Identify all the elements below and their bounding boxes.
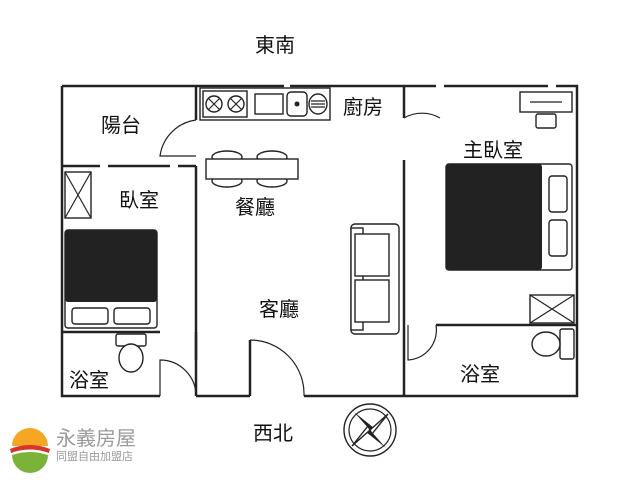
toilet-right: [531, 328, 575, 360]
room-label-living: 客廳: [259, 297, 299, 321]
logo-subtitle: 同盟自由加盟店: [56, 449, 133, 463]
master-desk: [519, 91, 573, 129]
master-bath-shower: [529, 294, 575, 324]
room-label-bath-right: 浴室: [460, 362, 500, 386]
bedroom-bed: [64, 229, 158, 329]
room-label-master-bedroom: 主臥室: [463, 138, 523, 162]
room-label-dining: 餐廳: [235, 195, 275, 219]
sofa: [350, 223, 400, 335]
kitchen-counter: [199, 87, 331, 121]
door-swings: [159, 112, 441, 397]
compass-icon: [343, 403, 397, 457]
compass-top-label: 東南: [255, 33, 295, 57]
compass-bottom-label: 西北: [253, 421, 293, 445]
bedroom-wardrobe: [64, 171, 92, 219]
room-label-bath-left: 浴室: [69, 368, 109, 392]
company-logo: 永義房屋 同盟自由加盟店: [10, 426, 136, 473]
master-bed: [445, 163, 573, 271]
room-label-kitchen: 廚房: [343, 95, 383, 119]
room-label-bedroom: 臥室: [119, 188, 159, 212]
walls: [60, 84, 579, 398]
dining-table: [205, 150, 299, 188]
logo-name: 永義房屋: [56, 426, 136, 450]
room-label-balcony: 陽台: [101, 113, 141, 137]
toilet-left: [115, 333, 147, 373]
